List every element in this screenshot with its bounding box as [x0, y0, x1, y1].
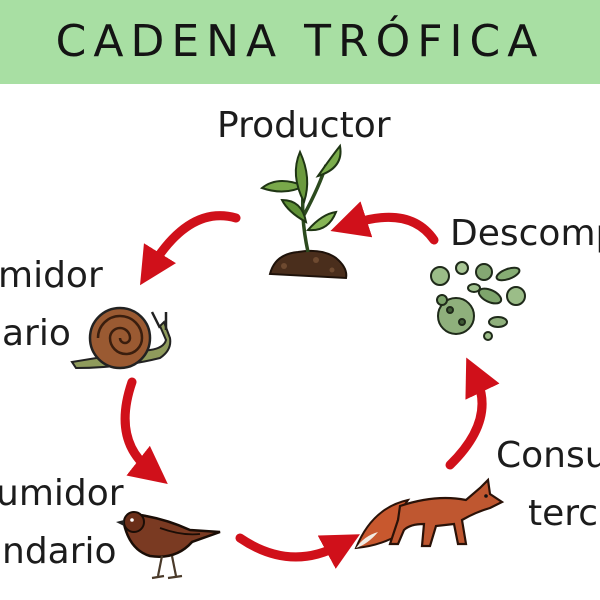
- food-chain-diagram: [70, 143, 526, 580]
- label-consumidor-primario-2: ario: [2, 313, 71, 354]
- bird-icon: [116, 511, 221, 580]
- microbes-icon: [430, 261, 526, 341]
- page-title: CADENA TRÓFICA: [55, 16, 545, 67]
- arrow-productor-to-primario: [140, 211, 241, 286]
- fox-icon: [354, 477, 505, 550]
- arrow-primario-to-secundario: [120, 377, 168, 485]
- arrow-terciario-to-descomponedor: [445, 357, 500, 470]
- label-productor: Productor: [217, 105, 391, 146]
- snail-icon: [70, 306, 172, 370]
- label-consumidor-secundario-2: ndario: [2, 531, 117, 572]
- label-descomponedor: Descomp: [450, 213, 600, 254]
- label-consumidor-terciario-1: Consu: [496, 435, 600, 476]
- label-consumidor-primario-1: midor: [0, 255, 103, 296]
- arrow-descomponedor-to-productor: [330, 201, 439, 245]
- arrow-secundario-to-terciario: [235, 533, 360, 569]
- plant-icon: [259, 143, 348, 280]
- title-banner: CADENA TRÓFICA: [0, 0, 600, 84]
- label-consumidor-terciario-2: terci: [528, 493, 600, 534]
- label-consumidor-secundario-1: umidor: [0, 473, 124, 514]
